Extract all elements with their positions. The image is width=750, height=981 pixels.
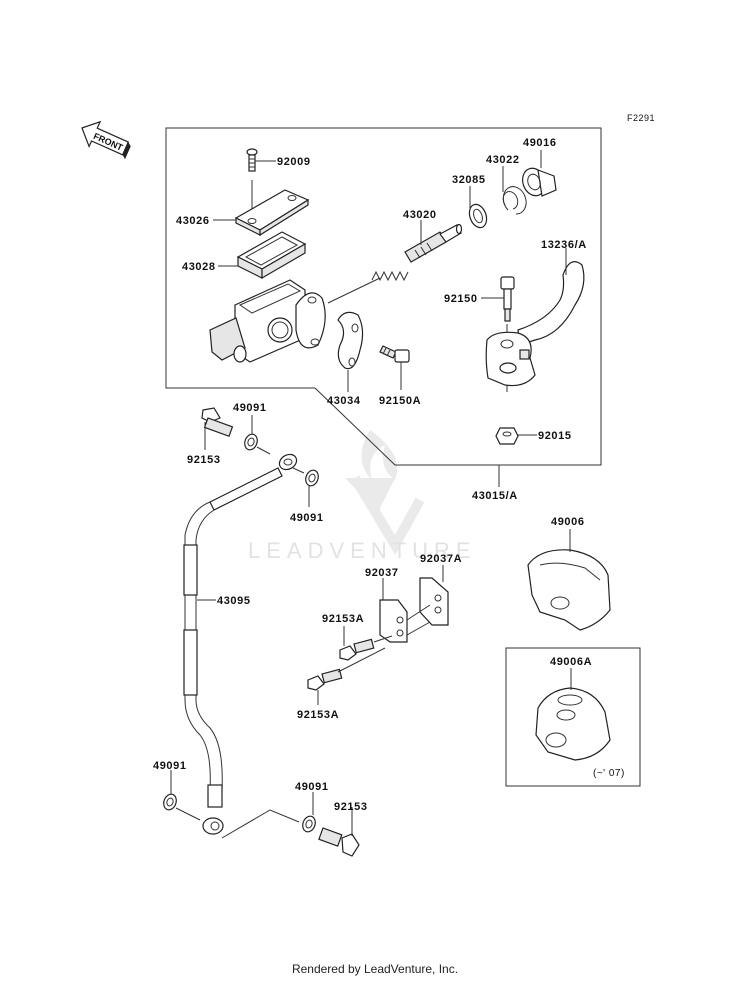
label-43015A: 43015/A	[472, 490, 518, 502]
assembly-frame	[165, 127, 602, 466]
label-43095: 43095	[217, 595, 251, 607]
clamp-43034	[337, 311, 364, 392]
cap-43026	[213, 189, 310, 237]
bolt-92153A-lower	[307, 647, 386, 705]
banjo-bolt-92153-bottom	[318, 807, 360, 857]
label-13236A: 13236/A	[541, 239, 587, 251]
label-92153-top: 92153	[187, 454, 221, 466]
lever-13236A	[517, 248, 585, 346]
washer-49091-top	[244, 415, 271, 455]
housing-49006A	[535, 668, 611, 761]
circlip-43022	[502, 166, 527, 215]
label-92015: 92015	[538, 430, 572, 442]
label-43020: 43020	[403, 209, 437, 221]
watermark-text: LEADVENTURE	[248, 538, 477, 563]
master-cylinder-body	[209, 277, 381, 363]
label-49091-top: 49091	[233, 402, 267, 414]
label-49091-bottom-right: 49091	[295, 781, 329, 793]
label-43022: 43022	[486, 154, 520, 166]
label-92153-bottom: 92153	[334, 801, 368, 813]
lever-holder	[485, 331, 536, 387]
label-92009: 92009	[277, 156, 311, 168]
washer-49091-bottom-right	[302, 792, 316, 833]
piston-43020	[371, 220, 463, 282]
label-49016: 49016	[523, 137, 557, 149]
label-32085: 32085	[452, 174, 486, 186]
front-arrow-icon: FRONT	[81, 120, 131, 160]
label-43034: 43034	[327, 395, 361, 407]
washer-49091-mid	[305, 469, 319, 507]
label-92037: 92037	[365, 567, 399, 579]
washer-49091-bottom-left	[163, 770, 201, 821]
label-49091-bottom-left: 49091	[153, 760, 187, 772]
label-92150A: 92150A	[379, 395, 421, 407]
label-92153A-lower: 92153A	[297, 709, 339, 721]
washer-32085	[468, 186, 488, 229]
variant-box	[505, 647, 641, 787]
boot-49016	[522, 150, 557, 197]
variant-note: (~' 07)	[593, 768, 625, 779]
diaphragm-43028	[218, 231, 307, 280]
label-92153A-upper: 92153A	[322, 613, 364, 625]
footer-credit: Rendered by LeadVenture, Inc.	[291, 962, 459, 976]
label-92037A: 92037A	[420, 553, 462, 565]
bracket-92037A	[406, 565, 449, 636]
figure-code: F2291	[627, 113, 655, 123]
housing-49006	[527, 529, 611, 631]
screw-92009	[246, 148, 276, 220]
bracket-92037	[379, 578, 408, 643]
label-49006A: 49006A	[550, 656, 592, 668]
label-43028: 43028	[182, 261, 216, 273]
label-49006: 49006	[551, 516, 585, 528]
brake-hose-43095	[183, 453, 305, 835]
label-92150: 92150	[444, 293, 478, 305]
label-43026: 43026	[176, 215, 210, 227]
nut-92015	[495, 427, 537, 445]
banjo-bolt-92153-top	[201, 407, 234, 450]
connection-line	[221, 809, 300, 839]
watermark-logo	[345, 430, 425, 556]
bolt-92153A-upper	[339, 626, 393, 661]
bolt-92150A	[379, 345, 410, 390]
label-49091-mid: 49091	[290, 512, 324, 524]
